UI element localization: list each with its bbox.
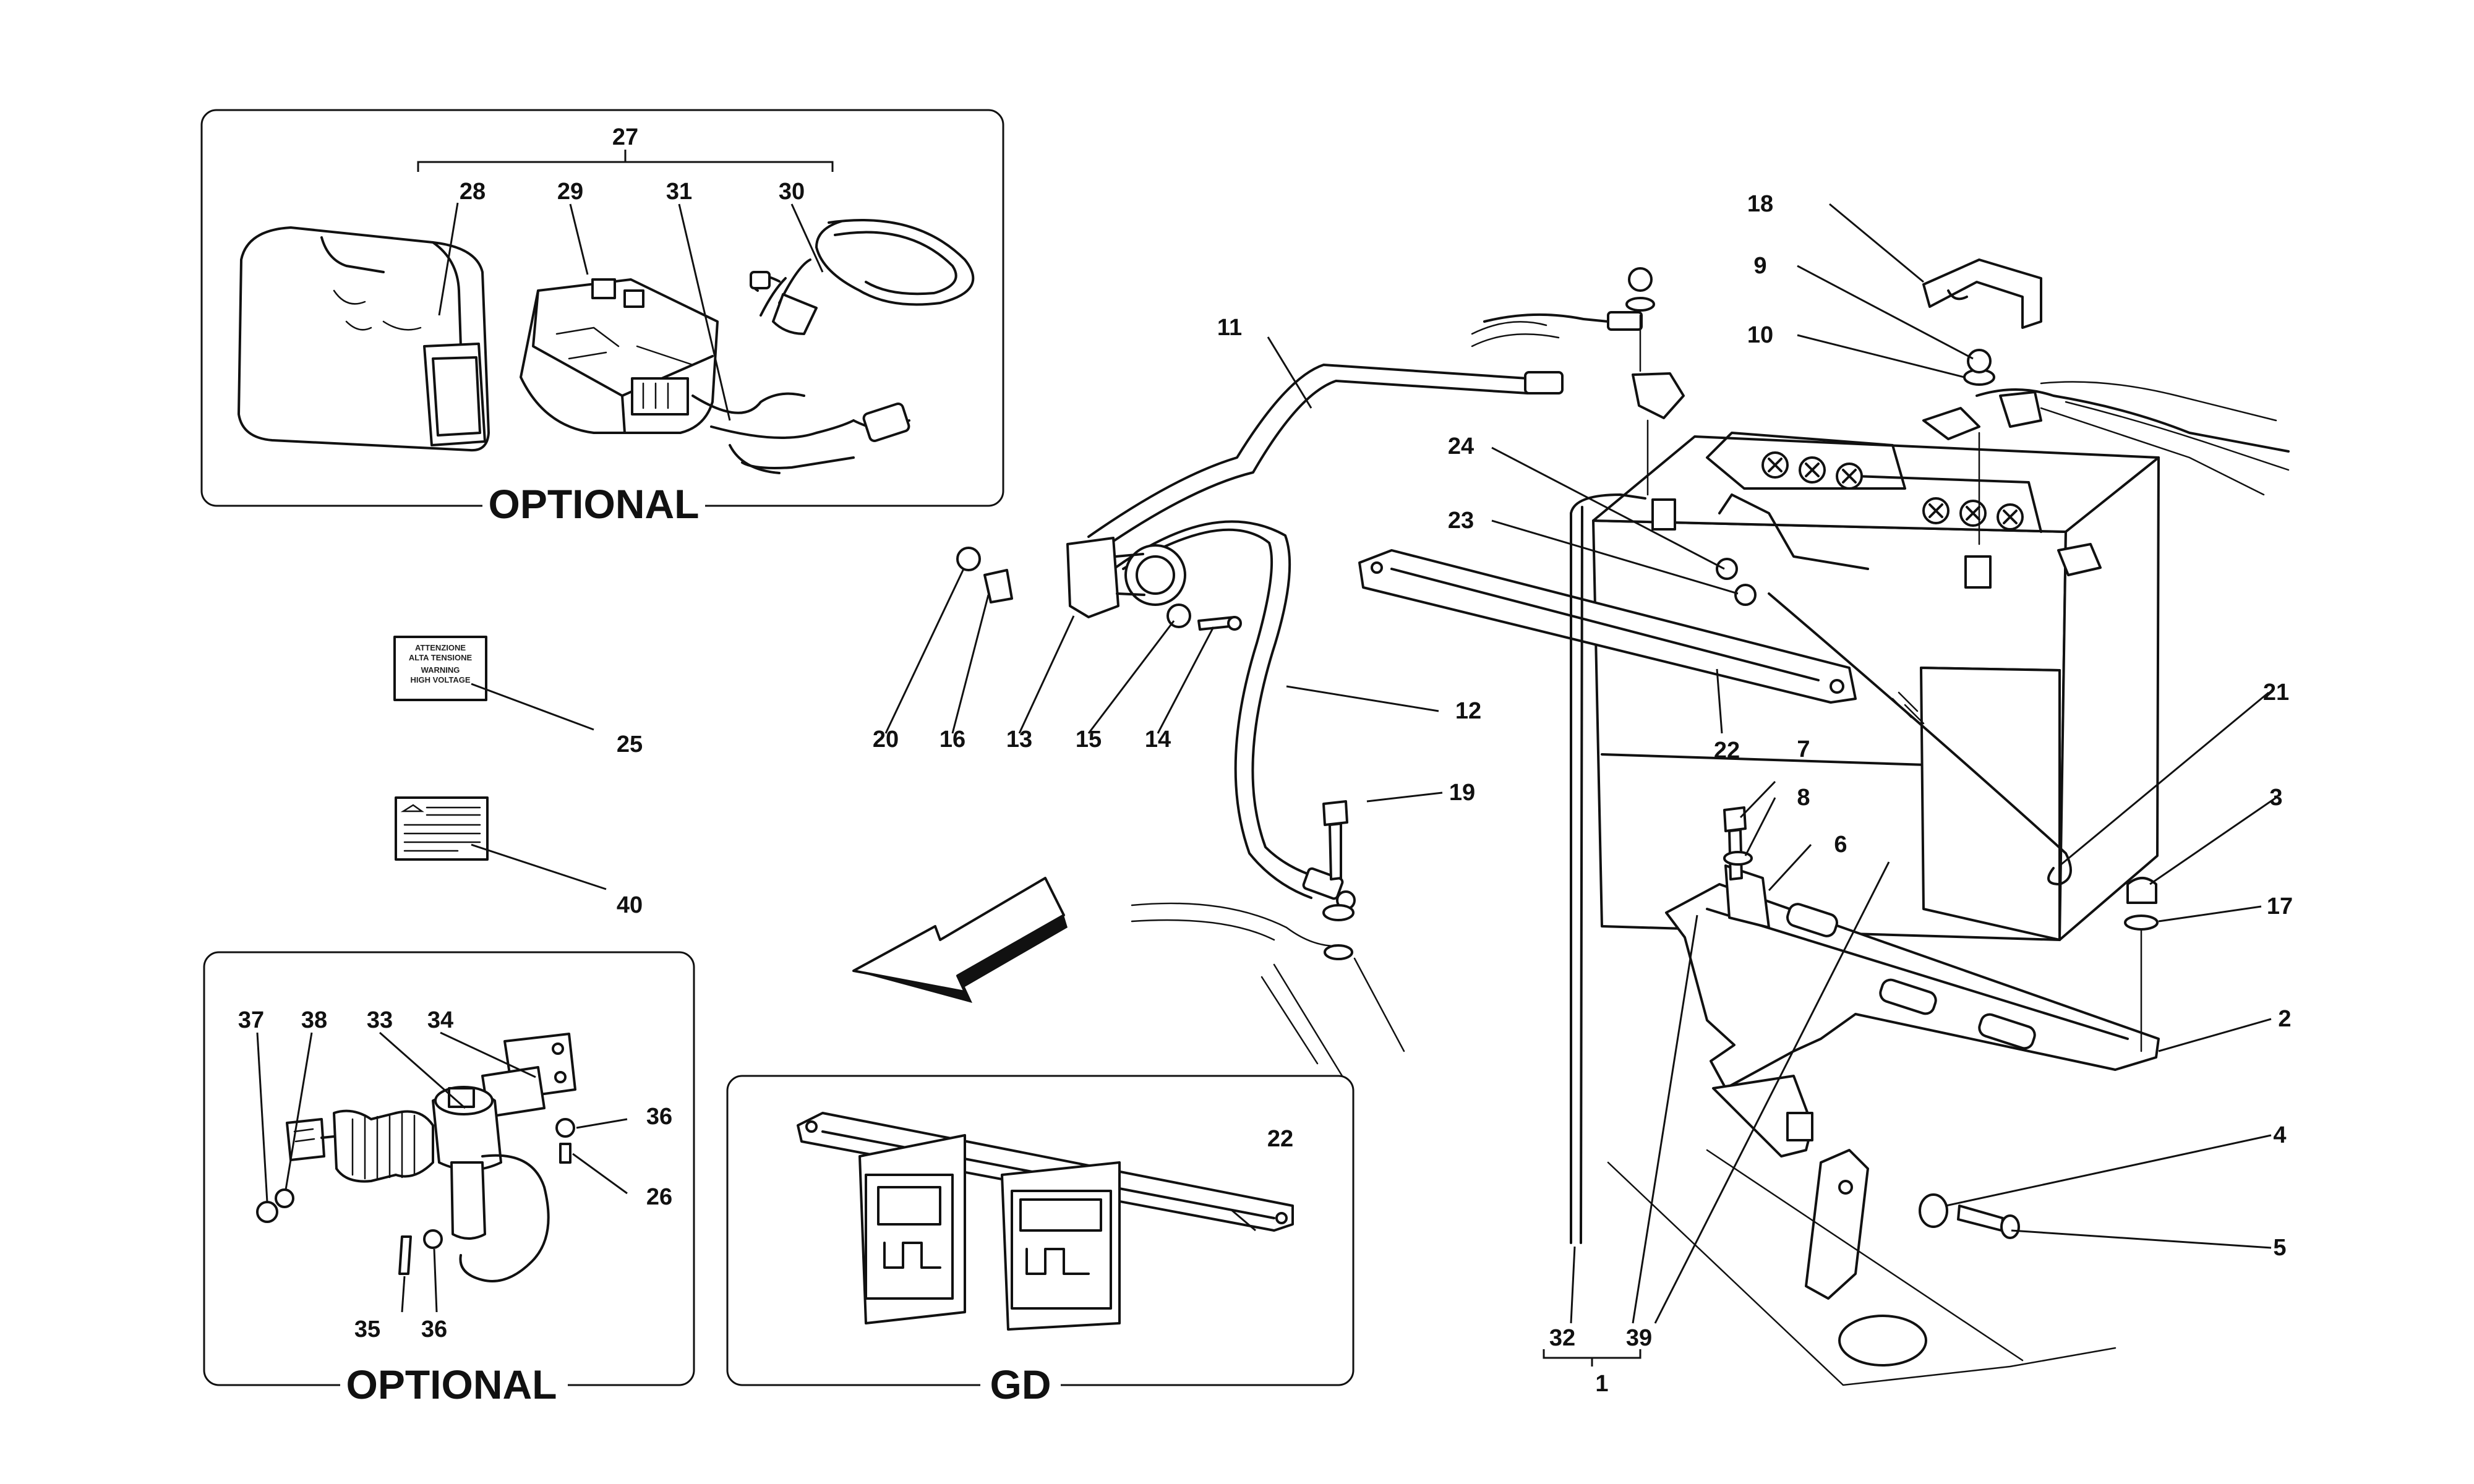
- optional-label-bottom: OPTIONAL: [346, 1362, 557, 1407]
- screw-26: [559, 1143, 571, 1164]
- washer-4: [1919, 1193, 1948, 1228]
- charger-bag-icon: [238, 226, 490, 452]
- washer-38: [275, 1188, 294, 1208]
- callout-numbers: 1 2 3 4 5 6 7 8 9 10 11 12 13 14 15 16 1…: [238, 124, 2293, 1397]
- svg-text:HIGH VOLTAGE: HIGH VOLTAGE: [410, 675, 470, 684]
- terminal-cover-18: [1922, 258, 2042, 329]
- callout-3: 3: [2269, 785, 2282, 811]
- callout-25: 25: [617, 731, 643, 757]
- svg-text:ALTA TENSIONE: ALTA TENSIONE: [409, 653, 473, 662]
- callout-38: 38: [301, 1007, 327, 1033]
- callout-28: 28: [460, 179, 486, 205]
- washer-8: [1723, 851, 1753, 866]
- j-bolt-21: [1768, 592, 2072, 885]
- nut-37: [256, 1201, 278, 1223]
- callout-7: 7: [1797, 736, 1810, 762]
- callout-8: 8: [1797, 785, 1810, 811]
- callout-37: 37: [238, 1007, 264, 1033]
- callout-35: 35: [354, 1316, 380, 1342]
- cable-11: [1087, 364, 1529, 538]
- bolt-7: [1723, 806, 1747, 832]
- svg-text:WARNING: WARNING: [421, 665, 460, 675]
- negative-terminal: [1922, 407, 1980, 440]
- callout-19: 19: [1449, 780, 1475, 806]
- washer-23: [1734, 584, 1757, 606]
- warning-plate-25: ATTENZIONE ALTA TENSIONE WARNING HIGH VO…: [393, 636, 487, 701]
- callout-18: 18: [1747, 191, 1773, 217]
- callout-24: 24: [1448, 433, 1474, 459]
- cable-11-lug: [1524, 371, 1564, 394]
- callout-1: 1: [1595, 1371, 1608, 1397]
- warning-plate-40: [395, 796, 489, 861]
- washer-36b: [423, 1229, 443, 1249]
- nut-36: [555, 1118, 575, 1138]
- gd-bracket: [797, 1112, 1294, 1331]
- callout-4: 4: [2273, 1122, 2286, 1148]
- callout-5: 5: [2273, 1235, 2286, 1261]
- leader-lines: [256, 202, 2277, 1367]
- screw-5: [1957, 1205, 2004, 1232]
- mains-cable: [691, 392, 805, 414]
- callout-2: 2: [2278, 1006, 2291, 1032]
- positive-cable: [1483, 313, 1609, 323]
- callout-30: 30: [779, 179, 805, 205]
- callout-36-b: 36: [421, 1316, 447, 1342]
- bracket: [1805, 1149, 1869, 1300]
- callout-22: 22: [1714, 738, 1740, 764]
- screw-19: [1322, 800, 1348, 826]
- clip-16: [983, 569, 1013, 603]
- callout-21: 21: [2263, 680, 2289, 706]
- callout-16: 16: [940, 727, 965, 753]
- nut-20: [956, 547, 981, 571]
- callout-6: 6: [1834, 832, 1847, 858]
- callout-11: 11: [1217, 315, 1242, 341]
- callout-40: 40: [617, 892, 643, 918]
- callout-12: 12: [1455, 698, 1481, 724]
- isolator-13: [1066, 537, 1186, 618]
- battery-charger-icon: [520, 278, 719, 434]
- callout-29: 29: [557, 179, 583, 205]
- callout-31: 31: [666, 179, 692, 205]
- callout-22-gd: 22: [1267, 1126, 1293, 1152]
- gd-label: GD: [990, 1362, 1051, 1407]
- nut-3: [2126, 877, 2157, 904]
- clamp-6: [1724, 864, 1770, 929]
- optional-label-top: OPTIONAL: [489, 481, 700, 527]
- callout-13: 13: [1006, 727, 1032, 753]
- screw-35: [398, 1235, 412, 1275]
- callout-26: 26: [646, 1184, 672, 1210]
- callout-15: 15: [1076, 727, 1102, 753]
- battery-icon: [1592, 432, 2160, 941]
- callout-10: 10: [1747, 322, 1773, 348]
- callout-39: 39: [1626, 1325, 1652, 1351]
- callout-9: 9: [1753, 253, 1766, 279]
- callout-36-a: 36: [646, 1104, 672, 1130]
- washer-17: [2124, 915, 2159, 931]
- svg-text:ATTENZIONE: ATTENZIONE: [415, 643, 466, 652]
- callout-34: 34: [427, 1007, 453, 1033]
- callout-17: 17: [2267, 893, 2293, 919]
- callout-33: 33: [367, 1007, 393, 1033]
- callout-27: 27: [612, 124, 638, 150]
- isolator-switch-icon: [286, 1033, 576, 1282]
- callout-32: 32: [1549, 1325, 1575, 1351]
- nut-24: [1716, 558, 1738, 580]
- callout-14: 14: [1145, 727, 1171, 753]
- callout-20: 20: [873, 727, 899, 753]
- callout-23: 23: [1448, 508, 1474, 534]
- cable-12: [1122, 528, 1312, 899]
